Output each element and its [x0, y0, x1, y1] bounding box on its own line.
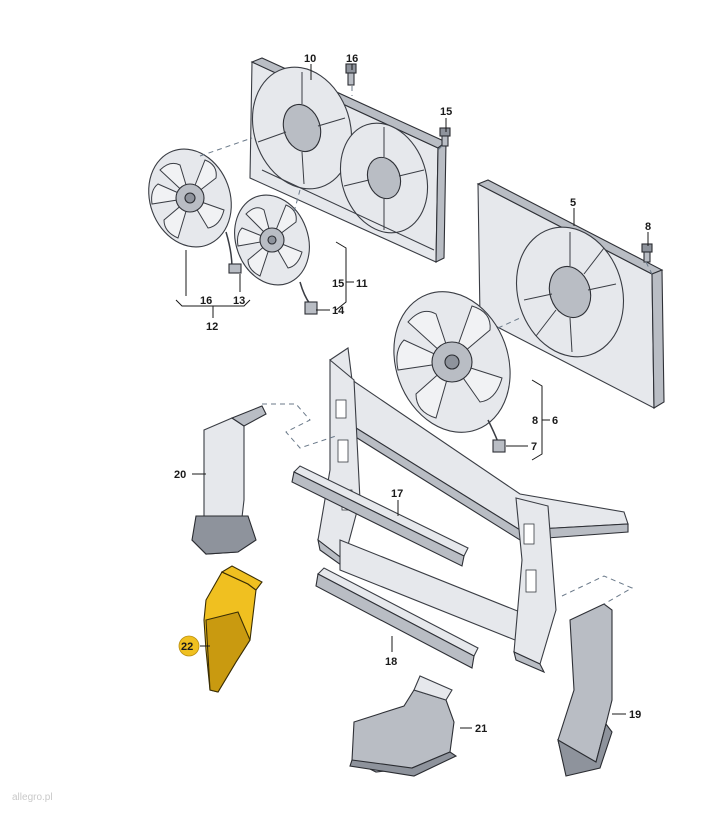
fan-cable-13 — [225, 231, 242, 274]
callout-22-badge: 22 — [178, 635, 200, 657]
connector-14 — [299, 281, 318, 315]
callout-12: 12 — [206, 321, 218, 333]
callout-5: 5 — [570, 197, 576, 209]
callout-16-left: 16 — [200, 295, 212, 307]
callout-22: 22 — [181, 641, 193, 653]
rail-18 — [315, 567, 479, 669]
callout-11: 11 — [356, 278, 368, 290]
watermark: allegro.pl — [12, 792, 53, 803]
fan-shroud-single — [476, 179, 665, 409]
callout-19: 19 — [629, 709, 641, 721]
air-duct-19 — [557, 603, 613, 777]
callout-7: 7 — [531, 441, 537, 453]
callout-15-top: 15 — [440, 106, 452, 118]
bolt-15-top — [439, 127, 451, 147]
callout-6: 6 — [552, 415, 558, 427]
bolt-8-right — [641, 243, 653, 263]
callout-17: 17 — [391, 488, 403, 500]
fan-shroud-double — [249, 57, 448, 263]
air-duct-21 — [349, 675, 458, 777]
assembly-lines — [199, 86, 653, 605]
callout-8-top: 8 — [645, 221, 651, 233]
air-duct-20 — [191, 405, 267, 555]
callout-labels: 10 16 15 5 8 16 13 12 15 11 14 8 6 7 20 … — [174, 53, 651, 500]
air-duct-22-highlighted — [203, 565, 263, 693]
callout-15-left: 15 — [332, 278, 344, 290]
callout-21: 21 — [475, 723, 487, 735]
fan-small-left — [234, 194, 310, 286]
callout-20: 20 — [174, 469, 186, 481]
leader-lines — [175, 64, 649, 729]
callout-13: 13 — [233, 295, 245, 307]
callout-16-top: 16 — [346, 53, 358, 65]
connector-7 — [487, 419, 506, 453]
rail-17 — [291, 465, 469, 567]
callout-labels-lower: 18 19 21 — [385, 656, 641, 735]
bolt-16-top — [345, 63, 357, 86]
callout-8-right: 8 — [532, 415, 538, 427]
callout-18: 18 — [385, 656, 397, 668]
fan-large-left — [148, 148, 232, 248]
callout-14: 14 — [332, 305, 345, 317]
fan-large-right — [393, 291, 511, 433]
callout-10: 10 — [304, 53, 316, 65]
